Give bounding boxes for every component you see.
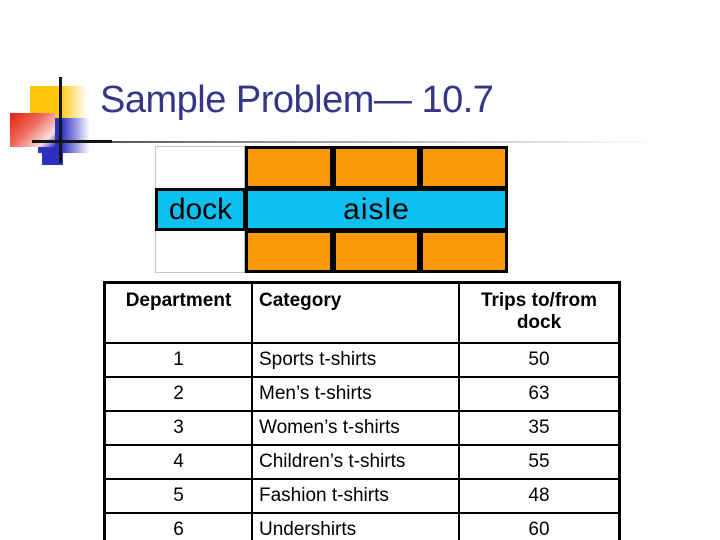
category-cell: Women’s t-shirts: [251, 410, 460, 446]
department-trips-table: Department Category Trips to/from dock 1…: [103, 281, 621, 540]
trips-cell: 55: [458, 444, 621, 480]
table-row: 6 Undershirts 60: [103, 512, 621, 540]
decoration-blue-tab-icon: [42, 153, 63, 165]
diagram-storage-row-bottom: [245, 230, 509, 273]
header-trips: Trips to/from dock: [458, 281, 621, 344]
storage-block: [420, 230, 509, 273]
department-cell: 2: [103, 376, 253, 412]
trips-cell: 60: [458, 512, 621, 540]
aisle-cell: aisle: [245, 188, 508, 231]
table-row: 2 Men’s t-shirts 63: [103, 376, 621, 412]
header-category: Category: [251, 281, 460, 344]
diagram-empty-cell-bottom: [155, 230, 245, 273]
diagram-empty-cell-top: [155, 146, 245, 189]
decoration-yellow-square-icon: [30, 86, 87, 118]
trips-cell: 48: [458, 478, 621, 514]
table-row: 4 Children’s t-shirts 55: [103, 444, 621, 480]
dock-cell: dock: [155, 188, 246, 231]
category-cell: Undershirts: [251, 512, 460, 540]
decoration-vertical-line: [59, 77, 62, 163]
diagram-storage-row-top: [245, 146, 509, 189]
header-department: Department: [103, 281, 253, 344]
trips-cell: 50: [458, 342, 621, 378]
slide-title: Sample Problem— 10.7: [100, 79, 494, 121]
warehouse-diagram: dock aisle: [155, 146, 509, 273]
category-cell: Men’s t-shirts: [251, 376, 460, 412]
department-cell: 1: [103, 342, 253, 378]
table-row: 1 Sports t-shirts 50: [103, 342, 621, 378]
storage-block: [420, 146, 509, 189]
trips-cell: 35: [458, 410, 621, 446]
table-row: 5 Fashion t-shirts 48: [103, 478, 621, 514]
decoration-horizontal-line: [32, 140, 112, 143]
category-cell: Sports t-shirts: [251, 342, 460, 378]
table-row: 3 Women’s t-shirts 35: [103, 410, 621, 446]
storage-block: [245, 146, 333, 189]
storage-block: [332, 146, 421, 189]
department-cell: 5: [103, 478, 253, 514]
storage-block: [332, 230, 421, 273]
table-header-row: Department Category Trips to/from dock: [103, 281, 621, 344]
department-cell: 6: [103, 512, 253, 540]
storage-block: [245, 230, 333, 273]
category-cell: Children’s t-shirts: [251, 444, 460, 480]
department-cell: 4: [103, 444, 253, 480]
department-cell: 3: [103, 410, 253, 446]
title-divider-line: [35, 141, 685, 143]
trips-cell: 63: [458, 376, 621, 412]
category-cell: Fashion t-shirts: [251, 478, 460, 514]
